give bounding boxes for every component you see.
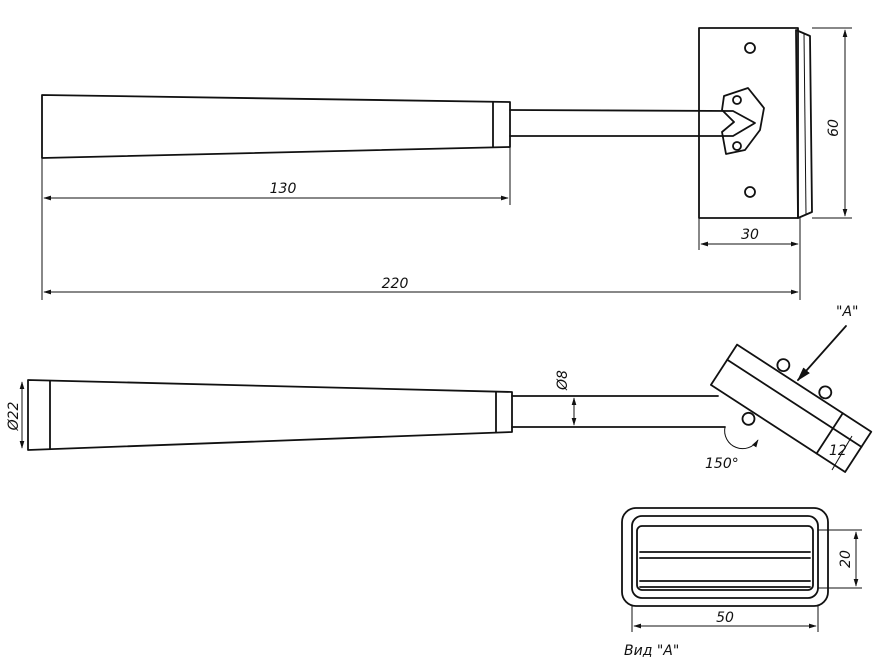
- dim-30: 30: [741, 227, 759, 243]
- bracket-hole-2: [732, 141, 742, 151]
- top-bracket: [721, 87, 765, 155]
- view-a: 20 50 Вид "A": [621, 507, 862, 659]
- top-rod: [509, 109, 756, 137]
- angle-arc: [724, 426, 759, 450]
- dim-50: 50: [716, 610, 734, 626]
- dim-angle: 150°: [705, 456, 739, 472]
- view-a-slot: [636, 525, 814, 591]
- view-arrow: [797, 325, 847, 382]
- top-view: 130 220 30 60: [41, 27, 852, 300]
- dim-8: Ø8: [555, 370, 571, 391]
- plate-screw-top: [744, 42, 756, 54]
- dim-20: 20: [838, 550, 854, 568]
- top-grip: [41, 94, 511, 159]
- view-marker: "A": [836, 304, 858, 320]
- top-plate: [698, 27, 799, 219]
- bracket-hole-1: [732, 95, 742, 105]
- view-caption: Вид "A": [624, 643, 679, 659]
- dim-130: 130: [270, 181, 297, 197]
- dim-60: 60: [826, 119, 842, 137]
- view-a-outer: [621, 507, 829, 607]
- side-view: 150° Ø22 Ø8 12 "A": [6, 304, 873, 473]
- dim-12: 12: [829, 443, 847, 459]
- dim-22: Ø22: [6, 401, 22, 431]
- dim-line-12: [831, 435, 853, 471]
- dim-220: 220: [382, 276, 409, 292]
- side-grip: [27, 379, 513, 451]
- plate-screw-bottom: [744, 186, 756, 198]
- side-pad-assembly: [710, 343, 873, 473]
- top-pad: [795, 29, 813, 219]
